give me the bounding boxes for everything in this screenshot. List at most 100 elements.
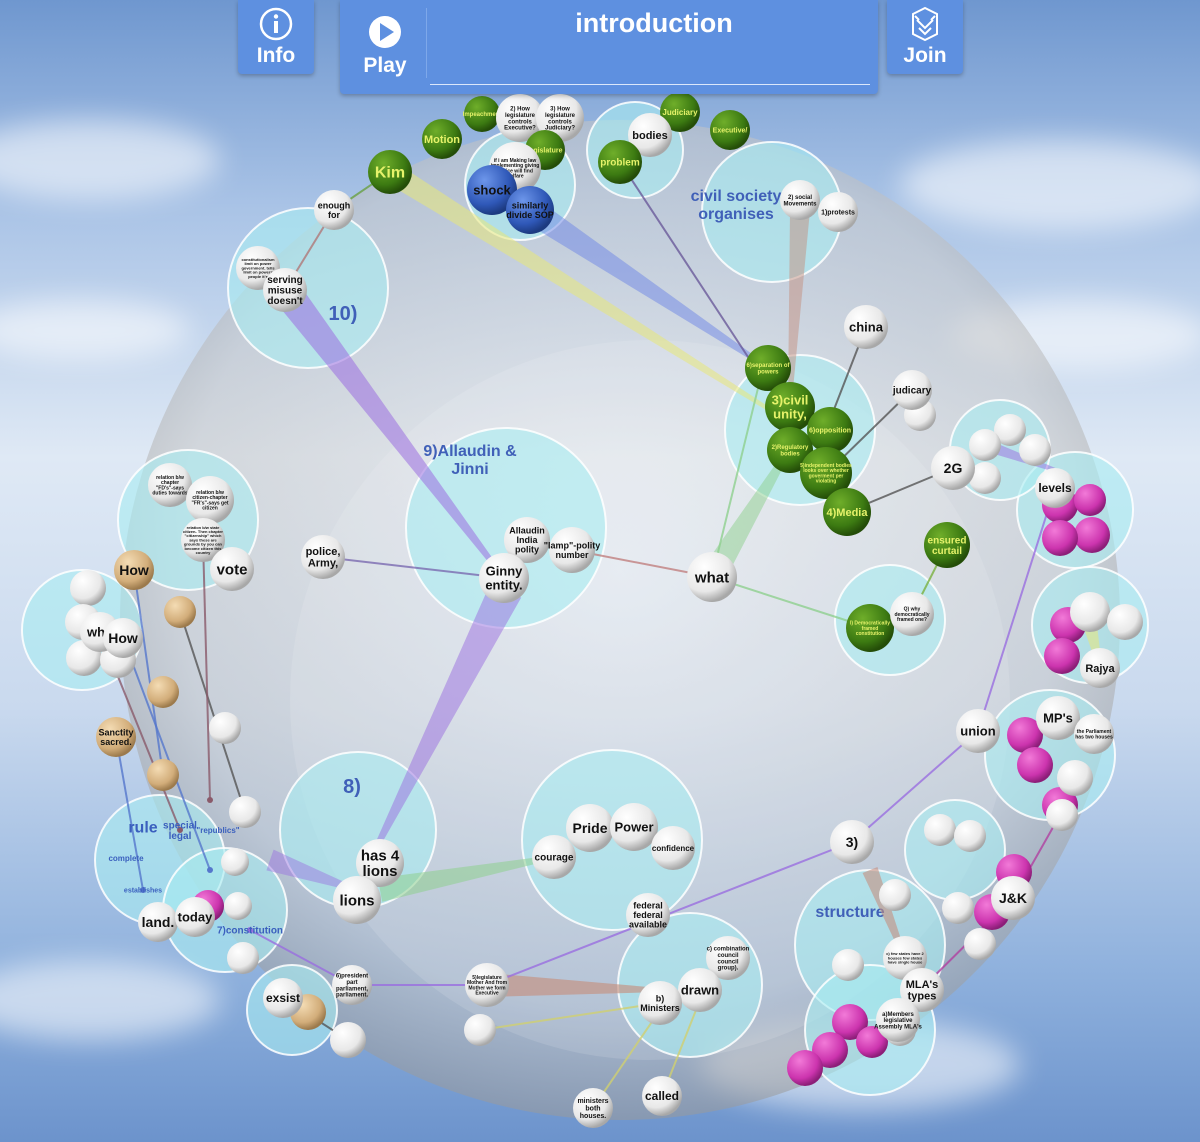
flow-link[interactable] [377,855,556,902]
node-called[interactable]: called [642,1076,682,1116]
node-judiciary[interactable]: Judiciary [660,92,700,132]
cluster-jk[interactable] [904,799,1006,901]
unlabeled-node[interactable] [70,570,106,606]
node-impeachment[interactable]: Impeachment [463,96,502,132]
node-kim[interactable]: Kim [368,150,412,194]
unlabeled-node[interactable] [224,892,252,920]
unlabeled-node[interactable] [164,596,196,628]
unlabeled-node[interactable] [1070,592,1110,632]
node-3[interactable]: 3) [830,820,874,864]
node-executive[interactable]: Executive/ [710,110,750,150]
node-judicary[interactable]: judicary [892,370,932,410]
node-jk[interactable]: J&K [991,876,1035,920]
unlabeled-node[interactable] [969,462,1001,494]
unlabeled-node[interactable] [856,1026,888,1058]
cluster-pride[interactable] [521,749,703,931]
info-button[interactable]: Info [238,0,314,74]
node-police-army[interactable]: police,Army, [301,535,345,579]
unlabeled-node[interactable] [832,949,864,981]
node-pride[interactable]: Pride [566,804,614,852]
node-union[interactable]: union [956,709,1000,753]
unlabeled-node[interactable] [1074,517,1110,553]
play-button[interactable]: Play [340,0,426,94]
node-how-2[interactable]: How [103,618,143,658]
node-power[interactable]: Power [610,803,658,851]
flow-link[interactable] [368,582,522,861]
unlabeled-node[interactable] [832,1004,868,1040]
flow-link[interactable] [384,162,772,412]
unlabeled-node[interactable] [1057,760,1093,796]
unlabeled-node[interactable] [994,414,1026,446]
node-media[interactable]: 4)Media [823,488,871,536]
unlabeled-node[interactable] [942,892,974,924]
node-today[interactable]: today [175,897,215,937]
unlabeled-node[interactable] [924,814,956,846]
unlabeled-node[interactable] [879,879,911,911]
node-how-1[interactable]: How [114,550,154,590]
node-establishes[interactable]: establishes [124,887,162,894]
unlabeled-node[interactable] [1044,638,1080,674]
node-rajya[interactable]: Rajya [1080,648,1120,688]
flow-link[interactable] [862,867,907,959]
node-confidence[interactable]: confidence [651,826,695,870]
node-exsist[interactable]: exsist [263,978,303,1018]
unlabeled-node[interactable] [1107,604,1143,640]
flow-link[interactable] [273,280,506,580]
unlabeled-node[interactable] [1007,717,1043,753]
node-complete[interactable]: complete [108,854,144,863]
node-opposition[interactable]: 6)opposition [807,407,853,453]
flow-link[interactable] [266,849,358,892]
unlabeled-node[interactable] [147,759,179,791]
node-levels[interactable]: levels [1035,468,1075,508]
node-ministers[interactable]: b)Ministers [638,981,682,1025]
flow-link[interactable] [788,209,810,401]
node-rule[interactable]: rule [128,820,157,837]
node-2g[interactable]: 2G [931,446,975,490]
flow-link[interactable] [486,973,661,997]
node-land[interactable]: land. [138,902,178,942]
unlabeled-node[interactable] [227,942,259,974]
flow-link[interactable] [522,199,770,370]
node-china[interactable]: china [844,305,888,349]
node-7-constitution[interactable]: 7)constitution [217,926,283,937]
flow-link[interactable] [700,438,797,584]
node-bodies[interactable]: bodies [628,113,672,157]
node-vote[interactable]: vote [210,547,254,591]
node-courage[interactable]: courage [532,835,576,879]
node-protests[interactable]: 1)protests [818,192,858,232]
unlabeled-node[interactable] [787,1050,823,1086]
node-what[interactable]: what [687,552,737,602]
node-problem[interactable]: problem [598,140,642,184]
unlabeled-node[interactable] [969,429,1001,461]
unlabeled-node[interactable] [1046,799,1078,831]
node-drawn[interactable]: drawn [678,968,722,1012]
unlabeled-node[interactable] [954,820,986,852]
unlabeled-node[interactable] [1042,520,1078,556]
unlabeled-node[interactable] [229,796,261,828]
